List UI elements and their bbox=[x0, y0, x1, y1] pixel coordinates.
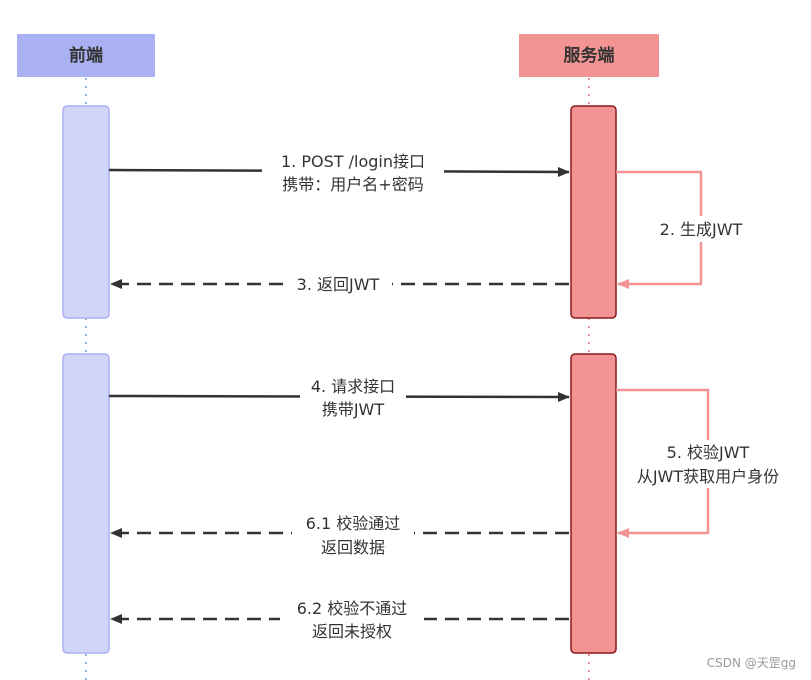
message-2-label: 2. 生成JWT bbox=[660, 220, 743, 239]
message-5-line-2: 从JWT获取用户身份 bbox=[637, 467, 779, 486]
message-1-line-2: 携带：用户名+密码 bbox=[282, 175, 423, 194]
frontend-participant-box bbox=[17, 34, 155, 77]
message-6-2-line-2: 返回未授权 bbox=[312, 622, 392, 641]
message-6-1-line-2: 返回数据 bbox=[321, 538, 385, 557]
message-3-label: 3. 返回JWT bbox=[297, 275, 380, 294]
message-1-line-1: 1. POST /login接口 bbox=[281, 152, 425, 171]
server-activation-1 bbox=[570, 105, 617, 319]
message-4-line-2: 携带JWT bbox=[322, 400, 385, 419]
server-activation-2 bbox=[570, 353, 617, 654]
message-6-1-line-1: 6.1 校验通过 bbox=[306, 514, 401, 533]
frontend-activation-2 bbox=[62, 353, 110, 654]
message-4-line-1: 4. 请求接口 bbox=[311, 377, 395, 396]
message-6-2-line-1: 6.2 校验不通过 bbox=[297, 599, 408, 618]
message-5-line-1: 5. 校验JWT bbox=[667, 443, 750, 462]
server-participant-box bbox=[519, 34, 659, 77]
frontend-participant-label: 前端 bbox=[69, 45, 103, 66]
server-participant-label: 服务端 bbox=[564, 45, 615, 66]
watermark: CSDN @天罡gg bbox=[707, 656, 796, 670]
frontend-activation-1 bbox=[62, 105, 110, 319]
